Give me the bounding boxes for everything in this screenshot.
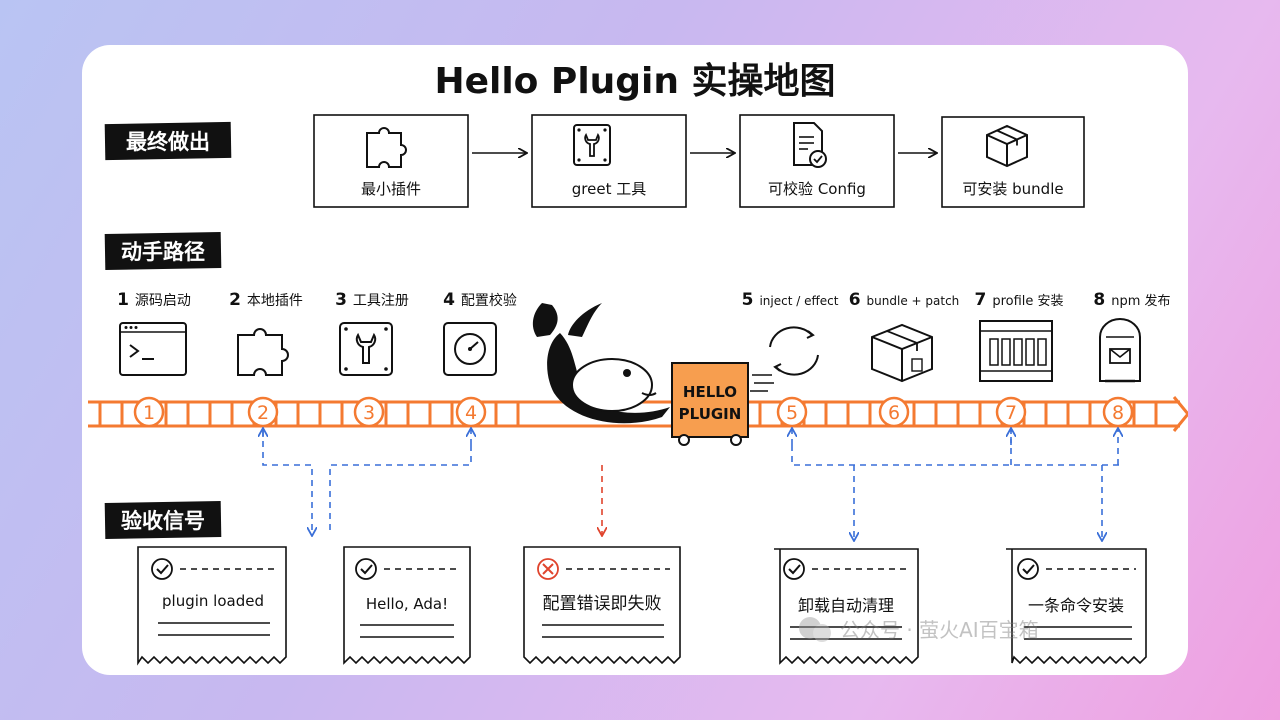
terminal-icon <box>119 322 187 376</box>
step-marker-5: 5 <box>776 396 808 428</box>
step-marker-3: 3 <box>353 396 385 428</box>
receipt-label: Hello, Ada! <box>366 595 448 613</box>
step-marker-8: 8 <box>1102 396 1134 428</box>
page-title: Hello Plugin 实操地图 <box>434 61 835 102</box>
step-marker-7: 7 <box>995 396 1027 428</box>
outcome-label: 可安装 bundle <box>962 180 1063 198</box>
svg-text:7: 7 <box>1005 402 1017 424</box>
receipt-plugin-loaded: plugin loaded <box>137 546 287 666</box>
refresh-cycle-icon <box>769 326 819 376</box>
receipt-one-command-install: 一条命令安装 <box>1006 548 1147 665</box>
watermark: 公众号 · 萤火AI百宝箱 <box>799 617 1039 642</box>
whale-mascot-icon <box>532 303 670 424</box>
cart-label-line-2: PLUGIN <box>679 405 742 423</box>
outcome-label: 最小插件 <box>361 180 421 198</box>
section-outcome-label: 最终做出 <box>126 130 210 154</box>
map-card: Hello Plugin 实操地图 最终做出 动手路径 验收信号 最小插件 gr… <box>82 45 1188 675</box>
svg-text:8: 8 <box>1112 402 1124 424</box>
plugin-roadmap-diagram: Hello Plugin 实操地图 最终做出 动手路径 验收信号 最小插件 gr… <box>88 61 1188 666</box>
outcome-label: 可校验 Config <box>768 180 866 198</box>
mailbox-icon <box>1099 318 1141 383</box>
check-icon <box>355 558 377 580</box>
signal-connectors <box>263 429 1122 540</box>
outcome-box-plugin: 最小插件 <box>313 114 469 208</box>
puzzle-icon <box>237 328 289 376</box>
check-icon <box>151 558 173 580</box>
section-signals-label: 验收信号 <box>121 509 205 533</box>
svg-text:2: 2 <box>257 402 269 424</box>
section-path-label: 动手路径 <box>121 240 205 264</box>
step-marker-4: 4 <box>455 396 487 428</box>
watermark-text: 公众号 · 萤火AI百宝箱 <box>840 618 1039 642</box>
svg-text:6: 6 <box>888 402 900 424</box>
wechat-icon <box>799 617 821 639</box>
receipt-hello-ada: Hello, Ada! <box>343 546 471 665</box>
hello-plugin-cart: HELLO PLUGIN <box>671 362 774 446</box>
document-check-icon <box>793 122 827 168</box>
wrench-box-icon <box>573 124 611 166</box>
outcome-box-bundle: 可安装 bundle <box>941 116 1085 208</box>
cart-label-line-1: HELLO <box>683 383 737 401</box>
step-marker-1: 1 <box>133 396 165 428</box>
package-icon <box>986 124 1028 168</box>
wrench-box-icon <box>339 322 393 376</box>
receipt-config-error: 配置错误即失败 <box>523 546 681 665</box>
receipt-label: plugin loaded <box>162 592 264 610</box>
outcome-label: greet 工具 <box>572 180 646 198</box>
svg-text:4: 4 <box>465 402 477 424</box>
outcome-box-greet: greet 工具 <box>531 114 687 208</box>
check-icon <box>783 558 805 580</box>
section-outcome: 最终做出 <box>104 121 232 161</box>
rack-icon <box>979 320 1053 382</box>
receipt-uninstall-cleanup: 卸载自动清理 <box>774 548 919 665</box>
step-marker-2: 2 <box>247 396 279 428</box>
receipt-label: 卸载自动清理 <box>798 596 894 615</box>
receipt-label: 配置错误即失败 <box>543 594 662 614</box>
outcome-box-config: 可校验 Config <box>739 114 895 208</box>
svg-text:3: 3 <box>363 402 375 424</box>
puzzle-icon <box>366 127 407 168</box>
step-marker-6: 6 <box>878 396 910 428</box>
svg-text:1: 1 <box>143 402 155 424</box>
section-path: 动手路径 <box>104 231 222 271</box>
package-icon <box>871 323 933 383</box>
gauge-icon <box>443 322 497 376</box>
svg-text:5: 5 <box>786 402 798 424</box>
section-signals: 验收信号 <box>104 500 222 540</box>
receipt-label: 一条命令安装 <box>1028 596 1124 615</box>
check-icon <box>1017 558 1039 580</box>
